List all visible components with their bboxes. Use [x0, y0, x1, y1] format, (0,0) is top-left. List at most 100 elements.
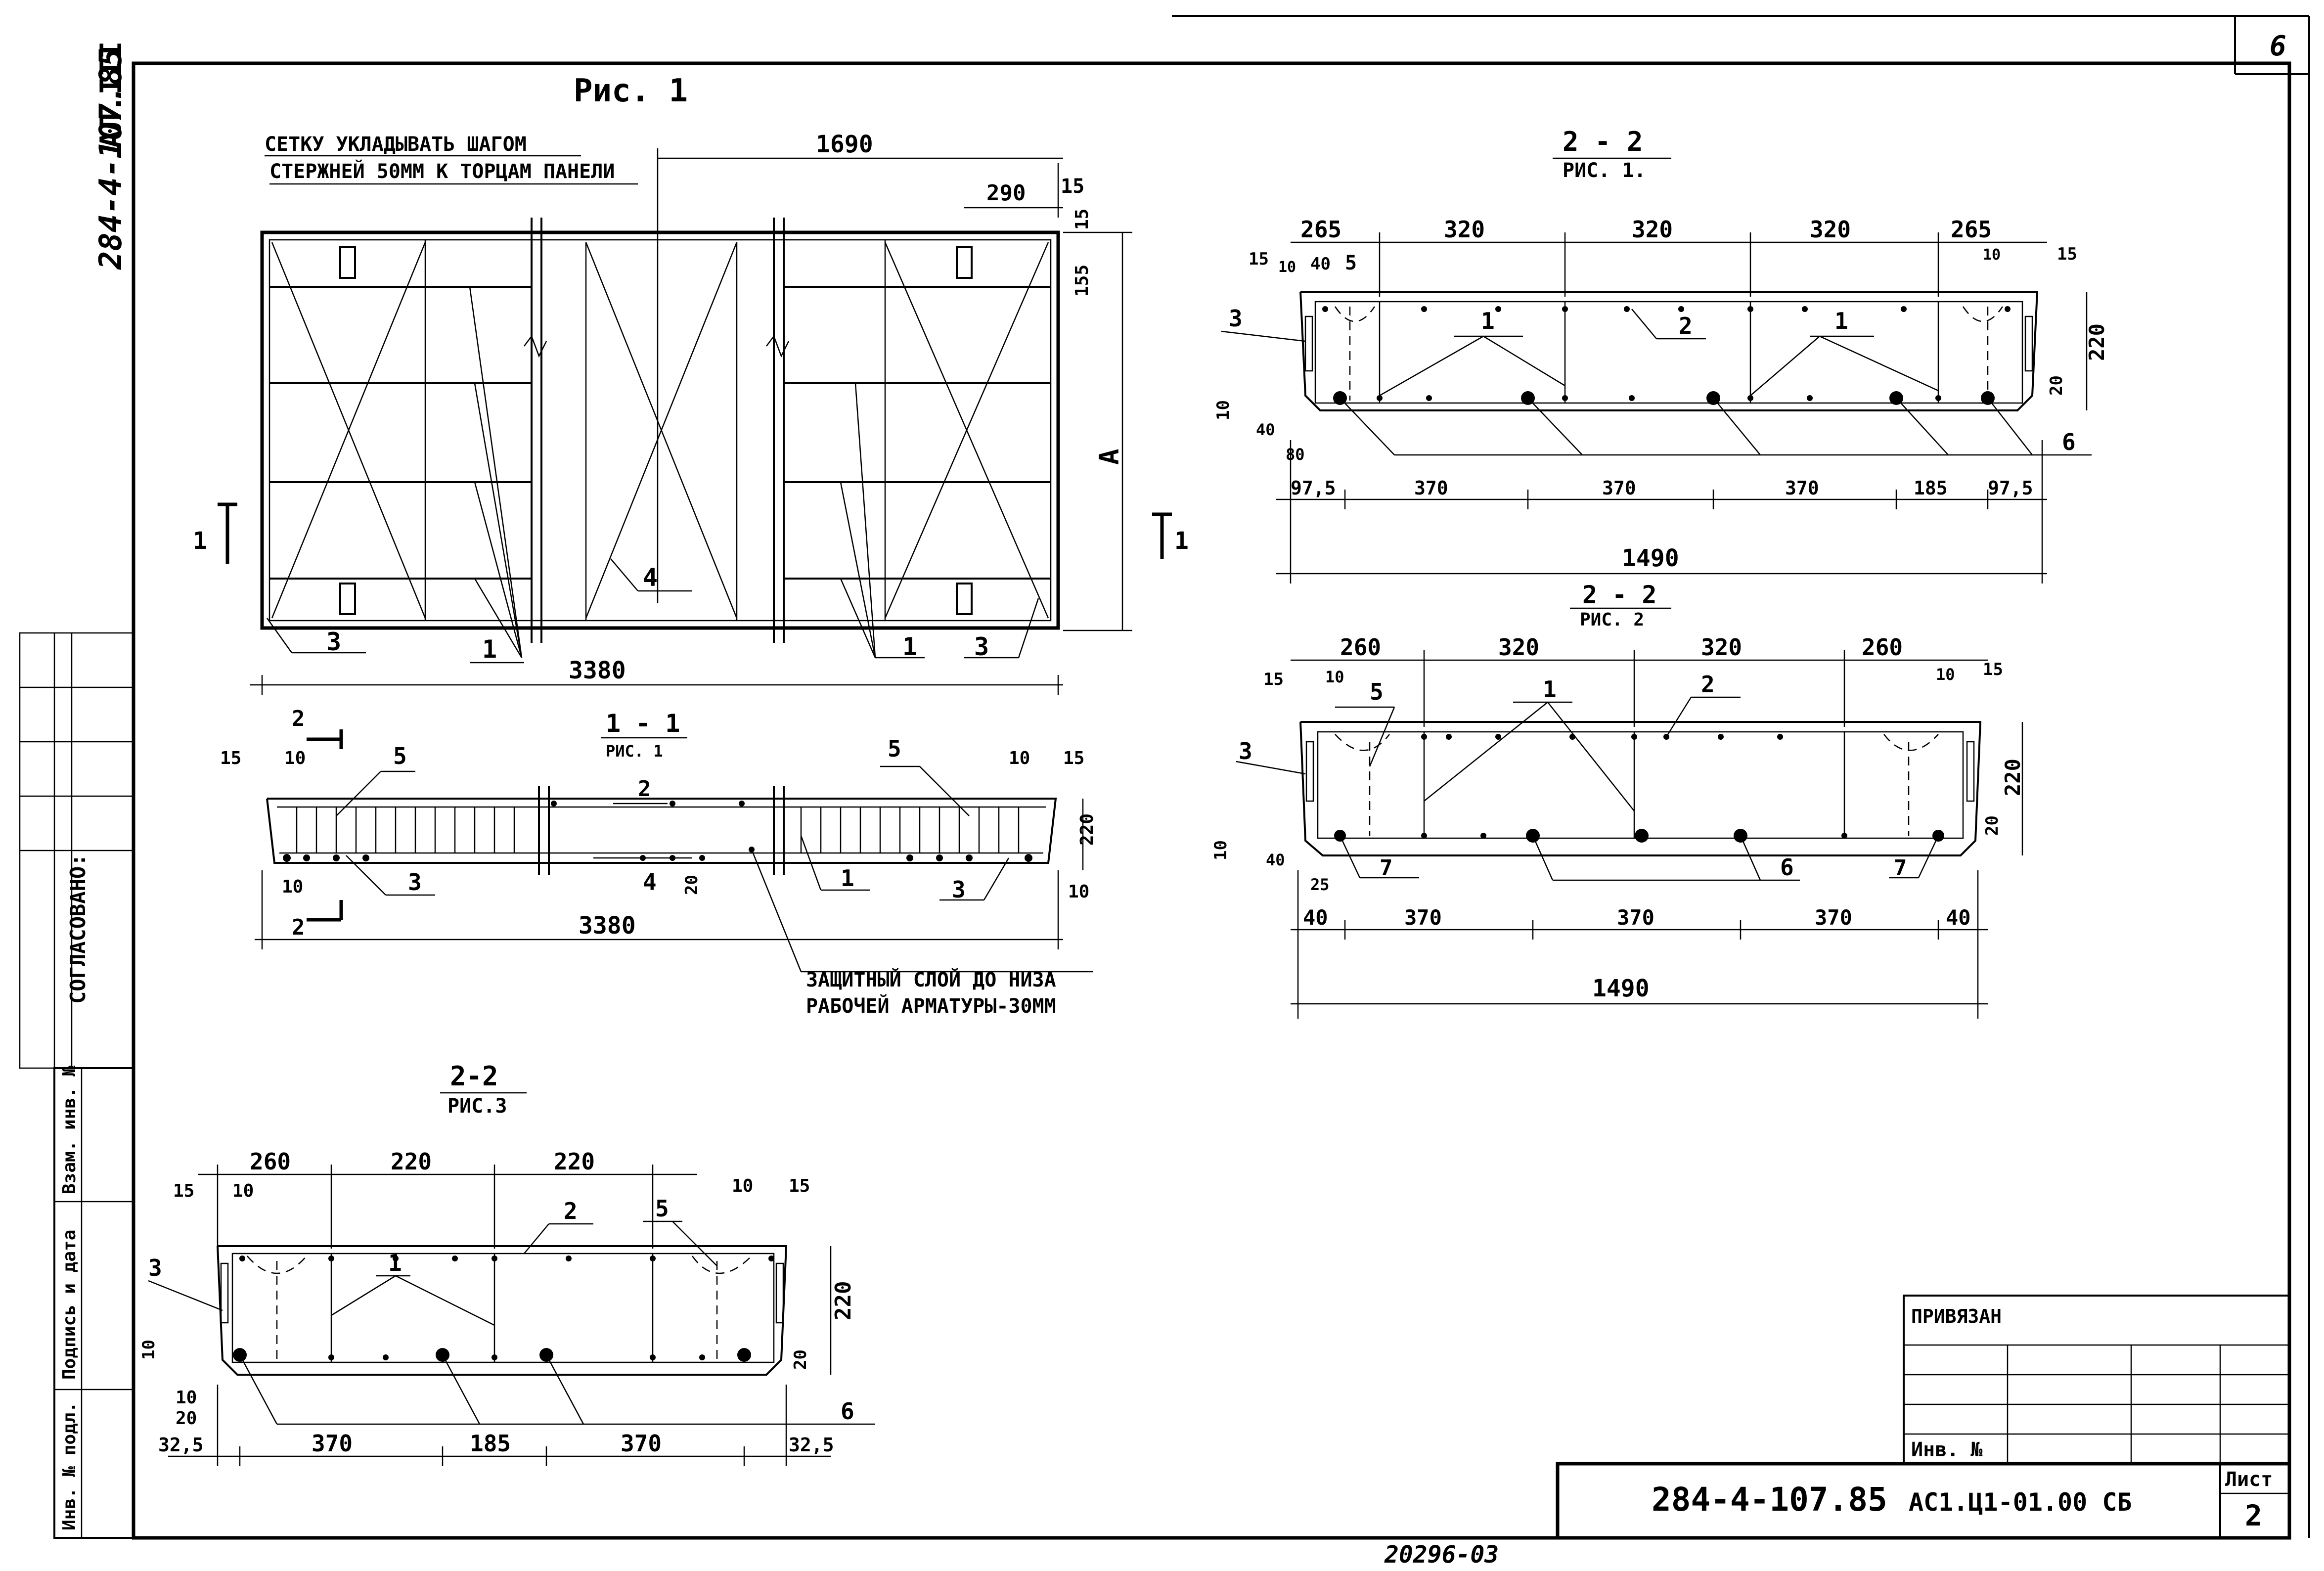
fig1-dim-15-left: 15	[1249, 249, 1269, 269]
title-doc-code: 284-4-107.85	[1652, 1481, 1887, 1519]
bottom-stamp-text: 20296-03	[1384, 1541, 1499, 1569]
fig2-dim-total: 1490	[1592, 975, 1650, 1002]
fig1-callout-3: 3	[1229, 305, 1243, 332]
section-1-1-callout-4: 4	[643, 869, 657, 896]
section-1-1-dim-10-bottom-right: 10	[1068, 882, 1089, 902]
section-1-1-callouts: 5 3 2 4 1 5 3	[336, 735, 1093, 973]
panel-mesh-left	[269, 240, 532, 621]
figure-1-title: Рис. 1	[574, 73, 688, 109]
fig3-callout-5: 5	[655, 1195, 669, 1222]
fig2-callout-6: 6	[1780, 854, 1794, 881]
fig1-callout-2: 2	[1679, 313, 1693, 339]
fig3-dim-15-right: 15	[789, 1176, 810, 1196]
fig2-callout-3: 3	[1239, 738, 1252, 764]
protective-layer-note-line1: ЗАЩИТНЫЙ СЛОЙ ДО НИЗА	[806, 968, 1056, 991]
section-1-1-subtitle: РИС. 1	[606, 742, 663, 761]
figure-1-dims: 3380 1690 290 15 15 155 А	[250, 131, 1132, 695]
fig3-dim-20-bottom: 20	[176, 1408, 197, 1429]
plan-dim-total: 3380	[569, 657, 626, 684]
section-2-2-fig2-bars	[1334, 734, 1944, 843]
figure-1-note-line2: СТЕРЖНЕЙ 50ММ К ТОРЦАМ ПАНЕЛИ	[269, 159, 615, 183]
section-2-2-fig2: 2 - 2 РИС. 2	[1211, 581, 2025, 1019]
fig1-callout-1-left: 1	[1481, 308, 1495, 334]
section-1-1-dim-15-right: 15	[1063, 748, 1084, 768]
section-2-2-fig1-dims: 265 320 320 320 265 15 10 40 5 10 15 220…	[1213, 216, 2109, 584]
section-2-2-fig1-bars	[1322, 306, 2011, 405]
section-1-1-title: 1 - 1	[606, 709, 680, 738]
section-2-2-fig1-outline	[1299, 291, 2039, 411]
fig3-dim-10-side: 10	[139, 1340, 159, 1360]
plan-dim-half: 1690	[816, 131, 873, 158]
sidebar-label-replace: Взам. инв. №	[59, 1066, 80, 1194]
fig1-dim-10-right: 10	[1983, 246, 2001, 264]
fig3-bottom-dim-1: 32,5	[158, 1434, 204, 1456]
vertical-album-label: АЛ.III	[94, 41, 129, 148]
fig1-dim-5: 5	[1345, 252, 1357, 274]
fig1-bottom-dim-2: 370	[1414, 477, 1448, 499]
fig1-top-dim-5: 265	[1951, 216, 1992, 243]
sheet-label: Лист	[2225, 1468, 2273, 1491]
fig2-dim-15-right: 15	[1983, 660, 2003, 679]
figure-1-note-line1: СЕТКУ УКЛАДЫВАТЬ ШАГОМ	[265, 133, 527, 156]
section-2-2-fig1: 2 - 2 РИС. 1.	[1213, 126, 2109, 584]
section-1-1-dim-total: 3380	[579, 912, 636, 940]
plan-dim-15-side: 15	[1072, 209, 1092, 230]
fig1-bottom-dim-5: 185	[1914, 477, 1948, 499]
section-cut-2-2: 2 2	[292, 706, 343, 940]
fig1-dim-10-side: 10	[1213, 400, 1233, 420]
fig2-dim-10-side: 10	[1211, 840, 1231, 860]
section-2-2-fig3-bars	[233, 1256, 774, 1362]
fig1-dim-20: 20	[2047, 375, 2066, 396]
fig3-callout-3: 3	[148, 1255, 162, 1281]
fig2-bottom-dim-5: 40	[1946, 905, 1971, 930]
fig2-callout-7-left: 7	[1380, 855, 1393, 881]
lifting-loops	[339, 246, 973, 615]
fig1-dim-40-bottom: 40	[1256, 420, 1275, 439]
section-1-1-dim-10-bottom-left: 10	[282, 877, 303, 897]
panel-outline	[260, 230, 1060, 630]
fig3-bottom-dim-3: 185	[470, 1430, 511, 1457]
section-1-1-dim-15-left: 15	[220, 748, 241, 768]
fig2-dim-25: 25	[1310, 875, 1330, 894]
plan-dim-15: 15	[1061, 175, 1084, 198]
fig1-callout-6: 6	[2062, 429, 2076, 455]
fig2-dim-10-left: 10	[1325, 668, 1344, 686]
fig1-bottom-dim-4: 370	[1785, 477, 1819, 499]
fig1-dim-80: 80	[1286, 445, 1305, 464]
plan-callout-4: 4	[643, 563, 658, 592]
fig2-dim-40-side: 40	[1266, 851, 1285, 869]
fig2-dim-20: 20	[1982, 815, 2002, 836]
fig2-bottom-dim-2: 370	[1404, 905, 1442, 930]
plan-callout-3-left: 3	[326, 628, 341, 656]
sidebar-label-inv: Инв. № подл.	[59, 1402, 80, 1530]
panel-mesh-middle	[585, 242, 738, 621]
plan-callout-1-right: 1	[902, 632, 917, 661]
fig1-bottom-dim-1: 97,5	[1291, 477, 1336, 499]
section-2-2-fig3-callouts: 1 2 3 5 6	[148, 1195, 875, 1425]
fig2-top-dim-2: 320	[1498, 634, 1539, 661]
section-1-1-stirrups-right	[800, 807, 1020, 853]
fig3-top-dim-2: 220	[391, 1148, 432, 1175]
fig2-dim-15-left: 15	[1263, 670, 1284, 689]
plan-callout-1-left: 1	[482, 635, 497, 664]
section-2-2-fig3-subtitle: РИС.3	[447, 1095, 507, 1118]
section-2-2-fig3-dims: 260 220 220 15 10 10 15 220 20 10 20 10 …	[139, 1148, 856, 1466]
section-1-1-callout-5-left: 5	[393, 743, 407, 769]
section-2-2-fig1-title: 2 - 2	[1563, 126, 1643, 157]
signature-sidebar: Инв. № подл. Подпись и дата Взам. инв. №	[53, 1066, 134, 1539]
fig2-dim-10-right: 10	[1936, 665, 1955, 684]
fig3-dim-20: 20	[791, 1349, 810, 1370]
section-2-2-fig2-callouts: 1 2 3 5 6 7 7	[1236, 671, 1939, 881]
section-1-1-callout-3-right: 3	[952, 876, 966, 903]
section-2-2-fig2-dims: 260 320 320 260 15 10 10 15 220 20 10 40…	[1211, 634, 2025, 1019]
section-1-1-callout-3-left: 3	[408, 869, 422, 896]
section-1-1-bars	[283, 801, 1032, 862]
section-1-1-stirrups-left	[296, 807, 515, 853]
figure-1-plan: Рис. 1 СЕТКУ УКЛАДЫВАТЬ ШАГОМ СТЕРЖНЕЙ 5…	[193, 73, 1189, 695]
title-block: ПРИВЯЗАН Инв. № 284-4-107.85 АС1.Ц1-01.0…	[1556, 1295, 2291, 1540]
fig3-callout-1: 1	[388, 1250, 402, 1276]
vertical-doc-code: 284-4-107.85	[92, 48, 129, 270]
fig1-dim-40: 40	[1310, 254, 1331, 274]
fig1-dim-10-left: 10	[1278, 259, 1296, 276]
